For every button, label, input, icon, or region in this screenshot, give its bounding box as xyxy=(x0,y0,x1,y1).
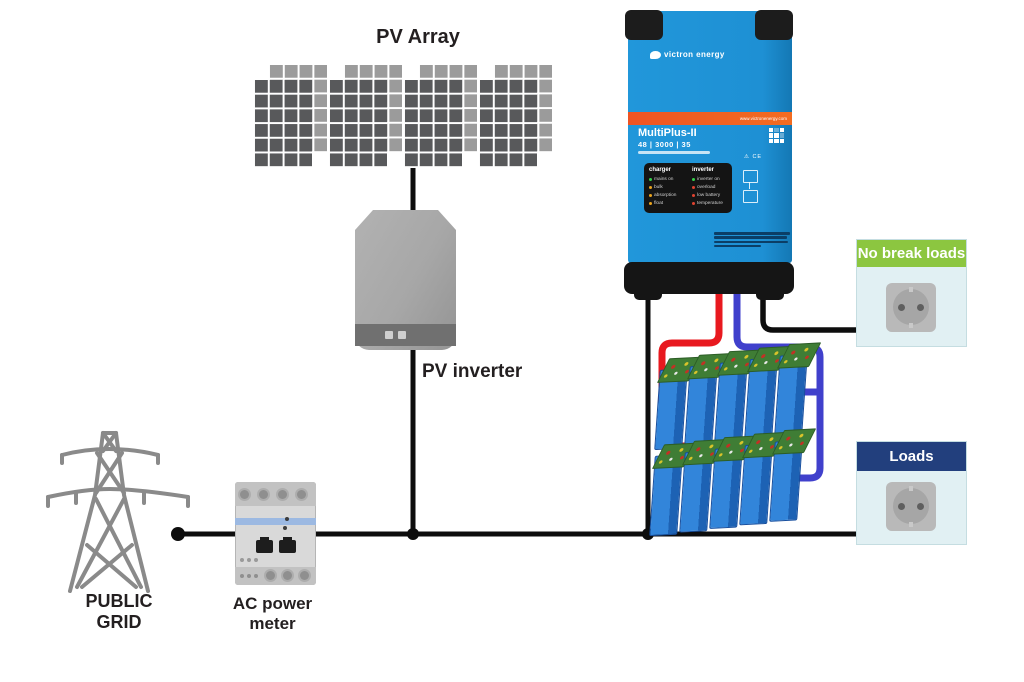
pv-panel-icon xyxy=(403,80,462,168)
mounting-bracket xyxy=(625,10,663,40)
pv-inverter-device xyxy=(355,210,456,350)
meter-port-icon xyxy=(256,537,273,553)
victron-logo: victron energy xyxy=(650,50,725,59)
no-break-wire xyxy=(760,288,858,333)
loads-box: Loads xyxy=(856,441,967,545)
meter-terminal-strip xyxy=(235,567,316,585)
pv-panel-icon xyxy=(478,80,537,168)
orange-stripe: www.victronenergy.com xyxy=(628,112,792,125)
multiplus-cable-gland-cover xyxy=(624,262,794,294)
inverter-led-column: inverter inverter on overload low batter… xyxy=(692,167,723,206)
charger-led-column: charger mains on bulk absorption float xyxy=(649,167,677,206)
pv-inverter-label: PV inverter xyxy=(422,361,523,382)
multiplus-rating: 48 | 3000 | 35 xyxy=(638,140,691,149)
multiplus-foot xyxy=(756,290,784,300)
multiplus-foot xyxy=(634,290,662,300)
pv-inverter-indicator xyxy=(385,331,393,339)
loads-header: Loads xyxy=(857,442,966,471)
mounting-bracket xyxy=(755,10,793,40)
multiplus-subtext xyxy=(638,151,710,154)
pv-array-label: PV Array xyxy=(376,26,460,48)
grid-junction-dot xyxy=(171,527,185,541)
certification-icons: ⚠ CE xyxy=(744,154,763,160)
multiplus-model: MultiPlus-II xyxy=(638,127,697,139)
pv-junction-dot xyxy=(407,528,419,540)
transmission-tower-icon xyxy=(46,431,190,593)
battery-bank-bottom xyxy=(649,428,817,538)
pv-inverter-indicator xyxy=(398,331,406,339)
dip-switch-diagram xyxy=(740,168,760,208)
no-break-loads-box: No break loads xyxy=(856,239,967,347)
meter-display-stripe xyxy=(235,518,316,525)
pv-inverter-base xyxy=(355,324,456,346)
meter-port-icon xyxy=(279,537,296,553)
ac-power-meter-label: AC power meter xyxy=(232,594,313,634)
ac-power-meter-device xyxy=(235,482,316,585)
meter-terminal-strip xyxy=(235,482,316,506)
victron-bird-icon xyxy=(650,50,661,59)
pv-panel-icon xyxy=(253,80,312,168)
led-status-panel: charger mains on bulk absorption float i… xyxy=(644,163,732,213)
warning-fine-print xyxy=(714,232,790,249)
grid-code-icon xyxy=(769,128,784,143)
power-outlet-icon xyxy=(886,283,936,332)
pv-panel-icon xyxy=(328,80,387,168)
power-outlet-icon xyxy=(886,482,936,531)
no-break-loads-header: No break loads xyxy=(857,240,966,267)
public-grid-label: PUBLIC GRID xyxy=(85,591,153,633)
